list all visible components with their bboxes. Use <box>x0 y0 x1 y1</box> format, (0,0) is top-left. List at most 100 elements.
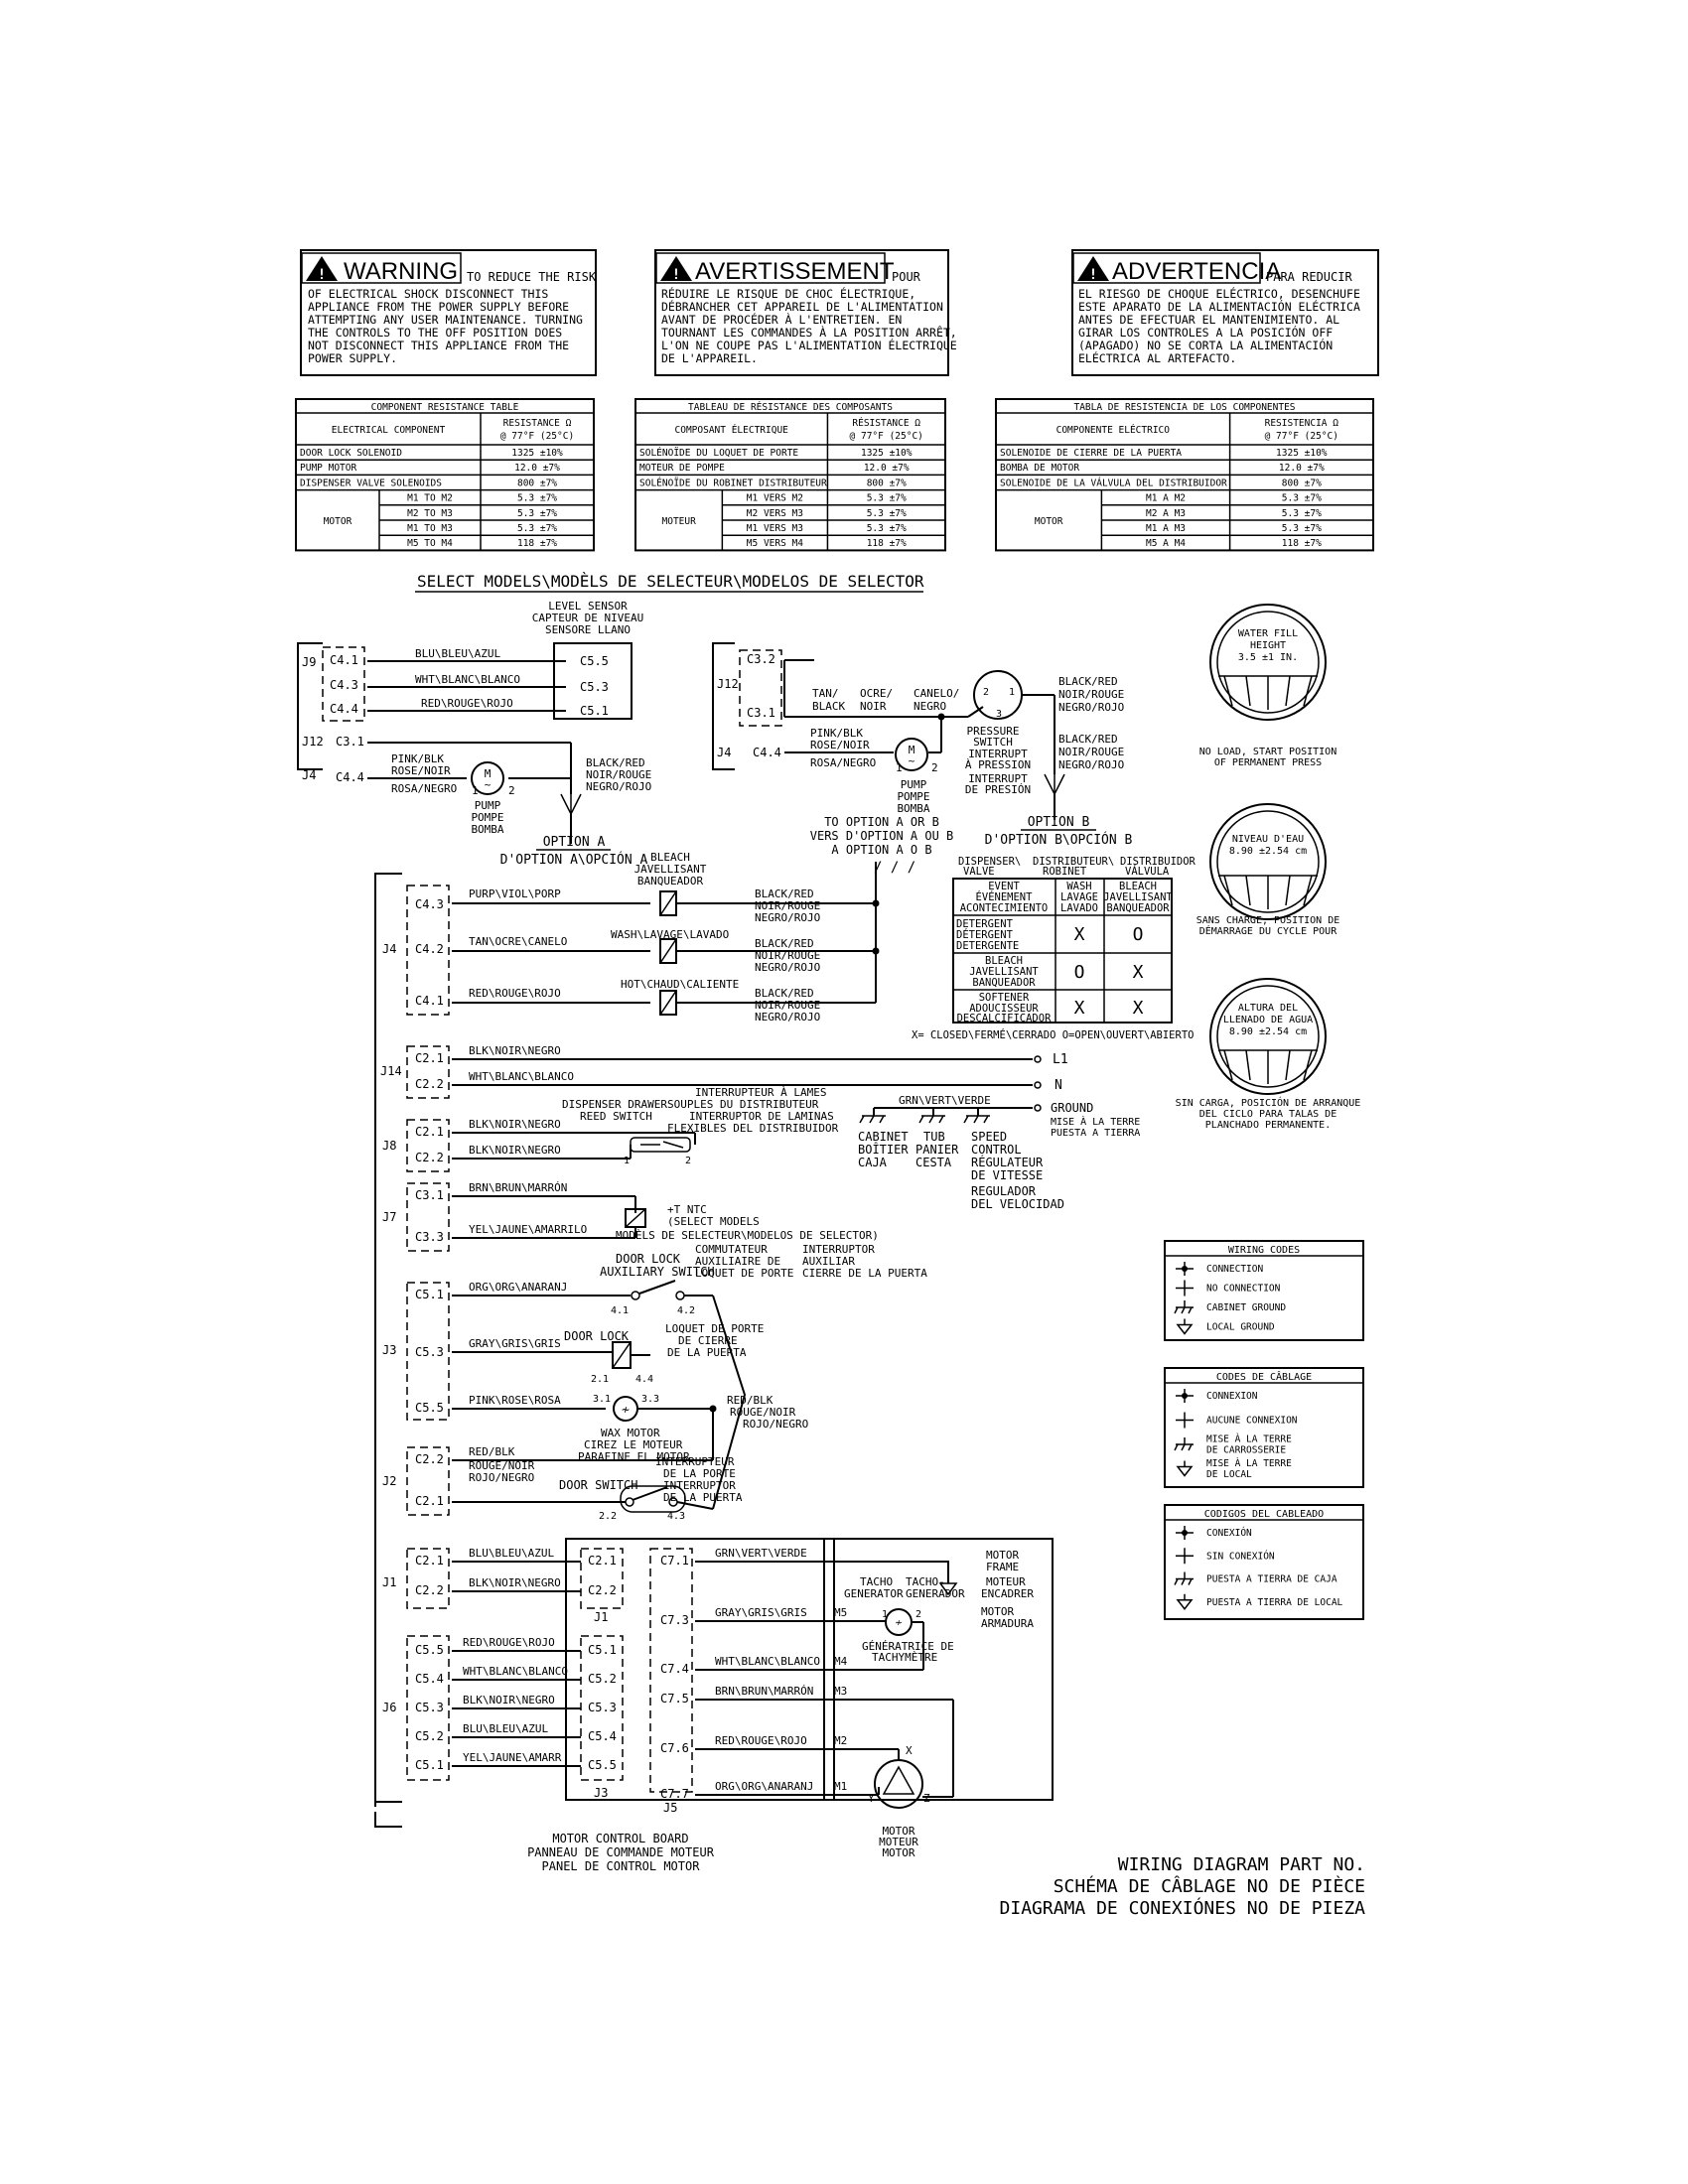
svg-text:COMMUTATEUR: COMMUTATEUR <box>695 1243 768 1256</box>
svg-text:J5: J5 <box>663 1801 677 1815</box>
ground-label: GROUND <box>1051 1101 1093 1115</box>
svg-text:3.3: 3.3 <box>641 1394 659 1405</box>
warning-lines: OF ELECTRICAL SHOCK DISCONNECT THIS APPL… <box>308 287 583 365</box>
svg-text:BLACK/RED: BLACK/RED <box>755 887 814 900</box>
option-b-section: C3.2 C3.1 J12 J4 C4.4 TAN/ BLACK OCRE/ N… <box>712 642 1133 848</box>
svg-text:2: 2 <box>685 1156 691 1166</box>
svg-text:4.4: 4.4 <box>635 1374 653 1385</box>
table-cell: M2 A M3 <box>1146 508 1186 519</box>
svg-text:PRESSURE: PRESSURE <box>967 725 1020 738</box>
warning-box-es: ! ADVERTENCIA PARA REDUCIR EL RIESGO DE … <box>1071 249 1379 376</box>
svg-text:!: ! <box>318 267 326 283</box>
svg-text:C5.1: C5.1 <box>415 1288 444 1301</box>
svg-text:POMPE: POMPE <box>897 790 929 803</box>
svg-text:X: X <box>1133 998 1144 1019</box>
ntc-sensor <box>625 1208 646 1228</box>
door-switch-circuit: J2 C2.2 C2.1 RED/BLK ROUGE/NOIR ROJO/NEG… <box>382 1409 743 1522</box>
wire-label: RED\ROUGE\ROJO <box>463 1636 555 1649</box>
warning-lead: POUR <box>892 270 921 284</box>
svg-text:TOURNANT LES COMMANDES À LA PO: TOURNANT LES COMMANDES À LA POSITION ARR… <box>661 325 957 340</box>
svg-text:OF ELECTRICAL SHOCK DISCONNECT: OF ELECTRICAL SHOCK DISCONNECT THIS <box>308 287 548 301</box>
svg-text:BLACK/RED: BLACK/RED <box>755 987 814 1000</box>
svg-text:(APAGADO) NO SE CORTA LA ALIME: (APAGADO) NO SE CORTA LA ALIMENTACIÓN <box>1078 338 1333 352</box>
pin-label: C7.7 <box>660 1787 689 1801</box>
svg-text:CIERRE DE LA PUERTA: CIERRE DE LA PUERTA <box>802 1267 927 1280</box>
svg-text:C2.2: C2.2 <box>415 1452 444 1466</box>
table-cell: 1325 ±10% <box>511 448 563 459</box>
door-lock-label: DOOR LOCK <box>564 1329 630 1343</box>
svg-text:C3.1: C3.1 <box>415 1188 444 1202</box>
svg-text:DE LA PUERTA: DE LA PUERTA <box>667 1346 747 1359</box>
svg-text:3.1: 3.1 <box>593 1394 611 1405</box>
svg-text:NOIR/ROUGE: NOIR/ROUGE <box>755 949 820 962</box>
option-b-label: OPTION B <box>1028 815 1090 830</box>
bleach-valve-label: BLEACH <box>650 851 690 864</box>
table-cell: 5.3 ±7% <box>867 493 907 504</box>
svg-text:BANQUEADOR: BANQUEADOR <box>637 875 704 887</box>
reed-switch-circuit: J8 C2.1 C2.2 1 2 BLK\NOIR\NEGRO BLK\NOIR… <box>382 1086 839 1172</box>
svg-text:SPEED: SPEED <box>971 1130 1007 1144</box>
wiring-code-title: CODES DE CÂBLAGE <box>1216 1370 1312 1383</box>
wire-label: TAN\OCRE\CANELO <box>469 935 567 948</box>
svg-text:NEGRO/ROJO: NEGRO/ROJO <box>586 780 651 793</box>
part-no-en: WIRING DIAGRAM PART NO. <box>1118 1854 1365 1875</box>
svg-text:C5.5: C5.5 <box>415 1401 444 1415</box>
svg-text:INTERRUPTOR DE LAMINAS: INTERRUPTOR DE LAMINAS <box>689 1110 834 1123</box>
svg-text:RED/BLK: RED/BLK <box>727 1394 774 1407</box>
table-cell: MOTOR <box>1035 516 1063 527</box>
table-cell: 12.0 ±7% <box>864 463 910 474</box>
svg-text:DISPENSER DRAWER: DISPENSER DRAWER <box>562 1098 667 1111</box>
svg-text:ACONTECIMIENTO: ACONTECIMIENTO <box>960 902 1049 914</box>
svg-text:2: 2 <box>508 784 515 797</box>
pin-label: C5.1 <box>415 1758 444 1772</box>
wiring-code-title: CODIGOS DEL CABLEADO <box>1204 1509 1324 1520</box>
svg-text:M: M <box>485 767 492 780</box>
level-sensor-box <box>553 642 633 720</box>
gauge-caption: NO LOAD, START POSITION <box>1199 747 1336 757</box>
wire-label: YEL\JAUNE\AMARRILO <box>469 1223 587 1236</box>
svg-text:C2.2: C2.2 <box>415 1151 444 1164</box>
motor-terminal-label: M5 <box>834 1606 847 1619</box>
svg-text:+T NTC: +T NTC <box>667 1203 707 1216</box>
table-cell: 118 ±7% <box>1282 538 1322 549</box>
table-cell: SOLENOIDE DE CIERRE DE LA PUERTA <box>1000 448 1182 459</box>
svg-text:CONTROL: CONTROL <box>971 1143 1022 1157</box>
pin-label: C5.4 <box>588 1729 617 1743</box>
no-connection-icon <box>1176 1548 1194 1565</box>
svg-text:ROSA/NEGRO: ROSA/NEGRO <box>391 782 457 795</box>
svg-text:TO OPTION A OR B: TO OPTION A OR B <box>824 815 939 829</box>
wire-label: RED\ROUGE\ROJO <box>715 1734 807 1747</box>
gauge-caption: SANS CHARGE, POSITION DE <box>1196 915 1340 926</box>
svg-text:GENERADOR: GENERADOR <box>906 1587 965 1600</box>
svg-text:C4.3: C4.3 <box>415 897 444 911</box>
svg-text:DISTRIBUTEUR\: DISTRIBUTEUR\ <box>1033 856 1114 868</box>
svg-text:DISPENSER\: DISPENSER\ <box>958 856 1021 868</box>
wire-label: PINK\ROSE\ROSA <box>469 1394 561 1407</box>
wiring-code-item: DE LOCAL <box>1206 1469 1252 1480</box>
svg-text:C2.1: C2.1 <box>415 1051 444 1065</box>
table-cell: M1 VERS M2 <box>747 493 803 504</box>
pin-label: C7.3 <box>660 1613 689 1627</box>
svg-text:C4.1: C4.1 <box>415 994 444 1008</box>
svg-text:NOIR/ROUGE: NOIR/ROUGE <box>586 768 651 781</box>
svg-text:DESCALCIFICADOR: DESCALCIFICADOR <box>957 1013 1053 1024</box>
svg-text:J1: J1 <box>382 1575 396 1589</box>
svg-text:J9: J9 <box>302 655 316 669</box>
svg-text:CAJA: CAJA <box>858 1156 888 1169</box>
ntc-circuit: J7 C3.1 C3.3 BRN\BRUN\MARRÓN YEL\JAUNE\A… <box>382 1181 879 1252</box>
power-supply: J14 C2.1 C2.2 BLK\NOIR\NEGRO WHT\BLANC\B… <box>380 1044 1140 1211</box>
part-no-es: DIAGRAMA DE CONEXIÓNES NO DE PIEZA <box>1000 1897 1366 1919</box>
table-title: TABLEAU DE RÉSISTANCE DES COMPOSANTS <box>688 401 893 413</box>
svg-text:~: ~ <box>909 754 915 767</box>
svg-text:BOMBA: BOMBA <box>471 823 503 836</box>
connection-icon <box>1176 1262 1194 1276</box>
svg-text:O: O <box>1074 962 1085 983</box>
svg-text:J14: J14 <box>380 1064 402 1078</box>
table-cell: 118 ±7% <box>867 538 907 549</box>
table-header: COMPONENTE ELÉCTRICO <box>1056 424 1171 436</box>
wiring-code-item: CONNEXION <box>1206 1391 1258 1402</box>
